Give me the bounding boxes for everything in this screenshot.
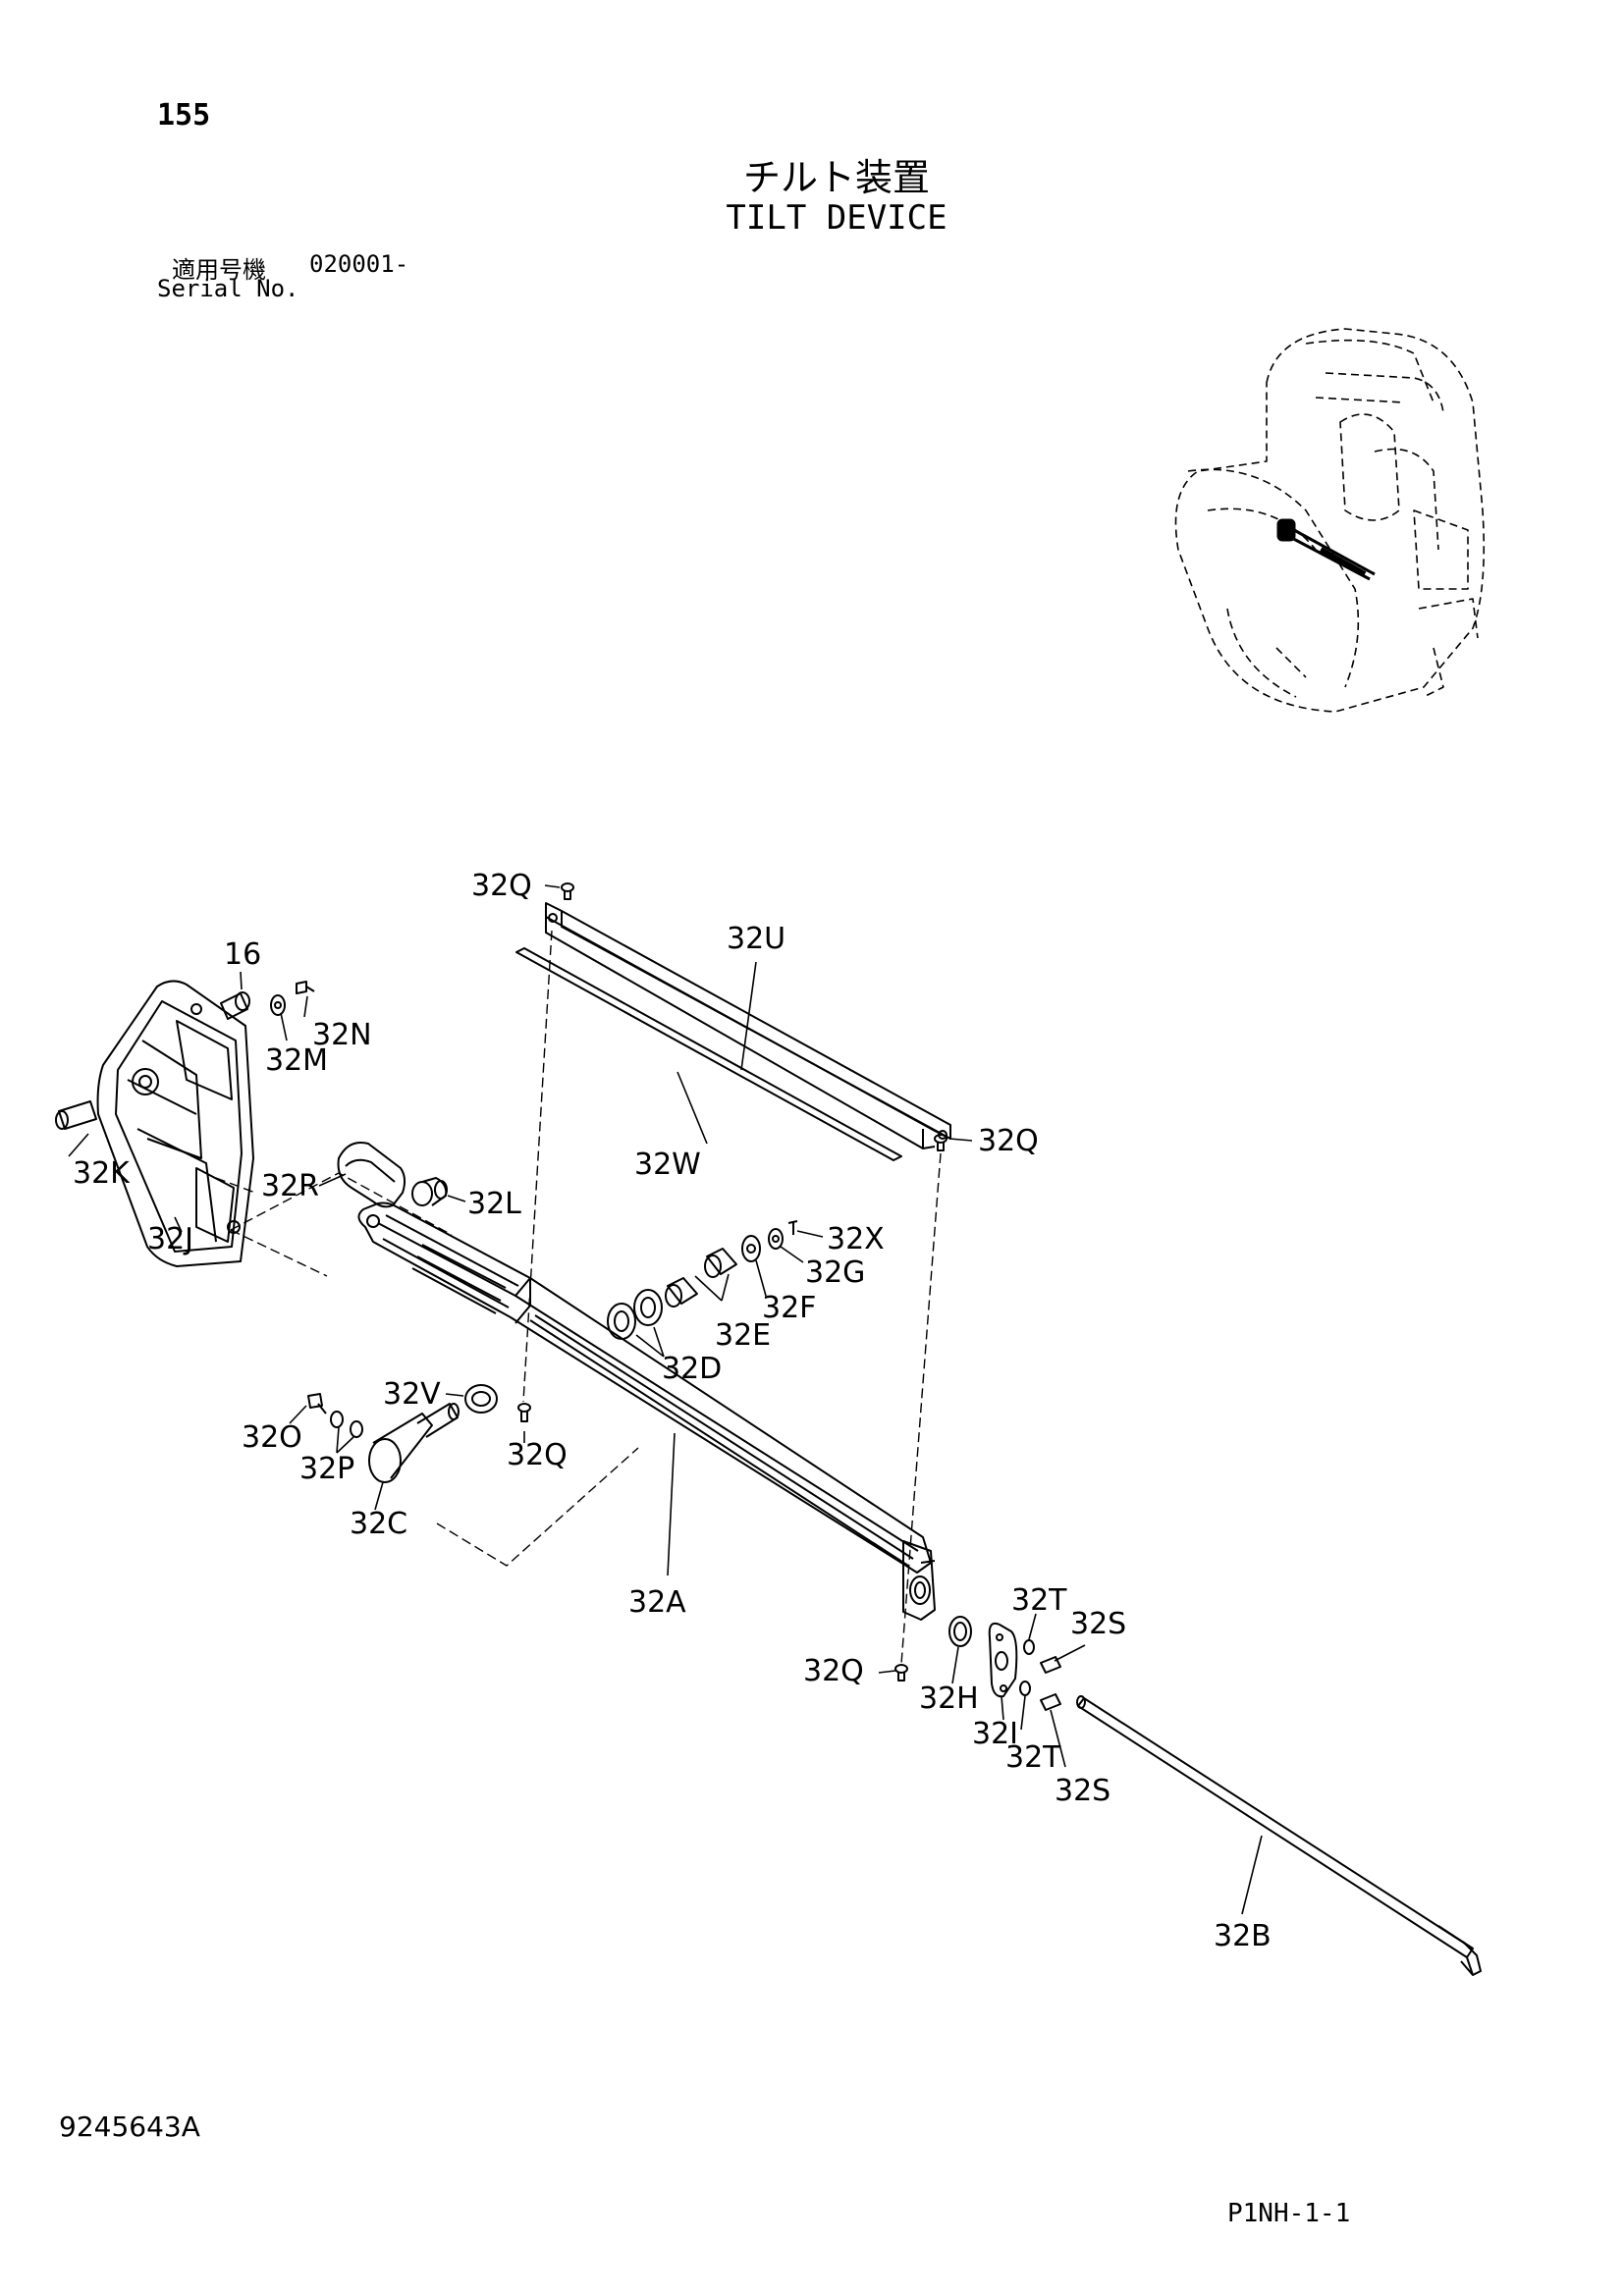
callout-32a: 32A — [628, 1585, 686, 1620]
drawing-number: 9245643A — [59, 2110, 200, 2143]
callout-32r: 32R — [261, 1169, 319, 1203]
part-32p-washer — [330, 1411, 363, 1438]
part-32q-screw-right — [934, 1134, 947, 1151]
page-code: P1NH-1-1 — [1227, 2199, 1351, 2228]
callout-32t-bottom: 32T — [1005, 1740, 1061, 1775]
part-32k-pin — [55, 1100, 97, 1130]
part-32u-rail — [545, 902, 951, 1149]
page-number: 155 — [157, 98, 211, 133]
callout-32x: 32X — [827, 1222, 885, 1256]
part-32w-strip — [515, 947, 902, 1161]
callout-32q-top: 32Q — [471, 869, 532, 903]
callout-32l: 32L — [467, 1187, 521, 1221]
part-16-bolt — [220, 991, 250, 1020]
callout-32s-bottom: 32S — [1055, 1774, 1110, 1808]
part-32l-bushing — [411, 1177, 448, 1206]
serial-value: 020001- — [309, 250, 409, 278]
part-32j-bracket — [96, 980, 254, 1267]
part-32d-washers — [607, 1289, 663, 1340]
serial-label-japanese: 適用号機 — [172, 256, 266, 284]
part-32o-screw — [307, 1393, 327, 1415]
part-32t-washers — [1019, 1639, 1035, 1696]
callout-32u: 32U — [727, 922, 785, 956]
callout-16: 16 — [224, 937, 261, 972]
callout-32v: 32V — [383, 1377, 441, 1412]
callout-32t-top: 32T — [1011, 1583, 1067, 1618]
title-japanese: チルト装置 — [742, 156, 930, 199]
part-32x-pin — [787, 1220, 798, 1235]
part-32b-shaft — [1076, 1695, 1482, 1976]
callout-32w: 32W — [634, 1148, 701, 1182]
machine-location-thumbnail — [1174, 328, 1486, 713]
part-32e-bushings — [665, 1248, 737, 1308]
callout-32b: 32B — [1214, 1919, 1272, 1953]
title-english: TILT DEVICE — [726, 198, 947, 238]
part-32g-nut — [768, 1228, 784, 1250]
part-32f-washer — [741, 1235, 761, 1262]
part-32v-washer — [464, 1384, 498, 1414]
callout-32q-right: 32Q — [978, 1124, 1039, 1158]
callout-32c: 32C — [350, 1507, 407, 1541]
part-32r-knob — [337, 1142, 406, 1208]
part-32i-plate — [988, 1622, 1018, 1698]
serial-label-english: Serial No. — [157, 275, 299, 302]
part-32s-screws — [1040, 1656, 1061, 1711]
callout-32i: 32I — [972, 1717, 1018, 1751]
callout-32j: 32J — [147, 1222, 193, 1256]
part-32m-washer — [270, 994, 286, 1016]
callout-32f: 32F — [762, 1291, 816, 1325]
callout-32h: 32H — [919, 1682, 979, 1716]
part-32c-knob — [368, 1403, 460, 1483]
callout-32s-top: 32S — [1070, 1607, 1126, 1641]
part-32q-screw-mid — [517, 1403, 531, 1422]
callout-32d: 32D — [662, 1352, 722, 1386]
callout-32k: 32K — [73, 1156, 131, 1191]
callout-labels: 32Q 32U 16 32N 32M 32Q 32K 32R 32W 32L 3… — [73, 869, 1272, 1953]
part-32q-screw-top — [561, 882, 574, 900]
callout-32q-bottom: 32Q — [803, 1654, 864, 1688]
part-32n-screw — [296, 981, 315, 994]
callout-32o: 32O — [242, 1420, 302, 1455]
tilt-device-highlight — [1276, 518, 1376, 581]
part-32a-lever — [357, 1201, 936, 1621]
callout-32n: 32N — [312, 1018, 372, 1052]
callout-32g: 32G — [805, 1255, 865, 1290]
callout-32e: 32E — [715, 1318, 771, 1353]
callout-32p: 32P — [299, 1452, 354, 1486]
part-32h-bearing — [948, 1616, 972, 1647]
part-32q-screw-bottom — [894, 1664, 908, 1682]
leader-lines — [68, 884, 1263, 1915]
callout-32q-mid: 32Q — [507, 1438, 568, 1472]
callout-32m: 32M — [265, 1043, 328, 1078]
